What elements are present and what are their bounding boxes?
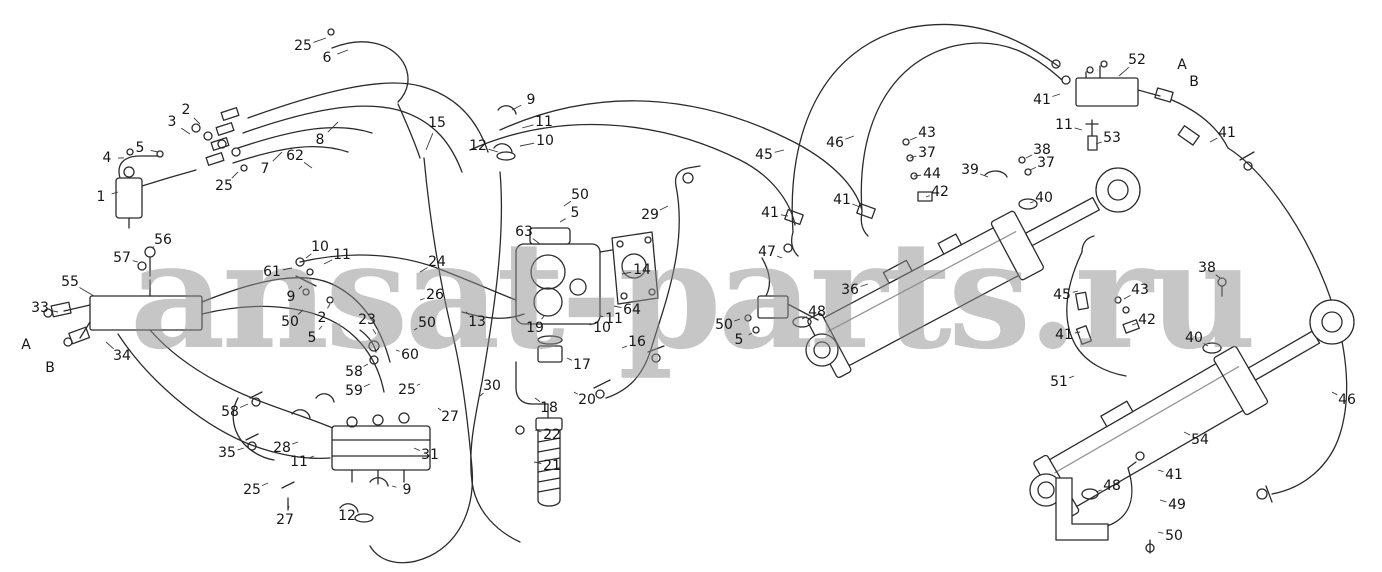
hose-bundle-top-left bbox=[126, 28, 489, 173]
hose-runs-left bbox=[117, 277, 391, 461]
manifold-drawing bbox=[43, 246, 203, 347]
cylinder-36-mount bbox=[744, 243, 819, 334]
hose-29-drawing bbox=[605, 165, 701, 399]
tube-49-drawing bbox=[1055, 451, 1155, 554]
hose-runs-right-middle bbox=[1066, 235, 1227, 377]
small-parts-center-left bbox=[245, 257, 380, 511]
hose-runs-pump bbox=[299, 254, 525, 319]
hose-arcs-right bbox=[791, 23, 1071, 257]
clamp-icons bbox=[291, 105, 517, 523]
hose-46-right bbox=[1227, 147, 1348, 503]
cylinder-36-drawing bbox=[805, 167, 1141, 379]
pump-drawing bbox=[515, 227, 659, 325]
hose-runs-center bbox=[369, 100, 863, 564]
cylinder-port-fittings bbox=[784, 138, 1038, 226]
junction-block-drawing bbox=[1075, 60, 1229, 151]
control-valve-drawing bbox=[331, 412, 431, 485]
suction-hose-drawing bbox=[515, 335, 611, 507]
solenoid-valve-drawing bbox=[115, 155, 197, 229]
